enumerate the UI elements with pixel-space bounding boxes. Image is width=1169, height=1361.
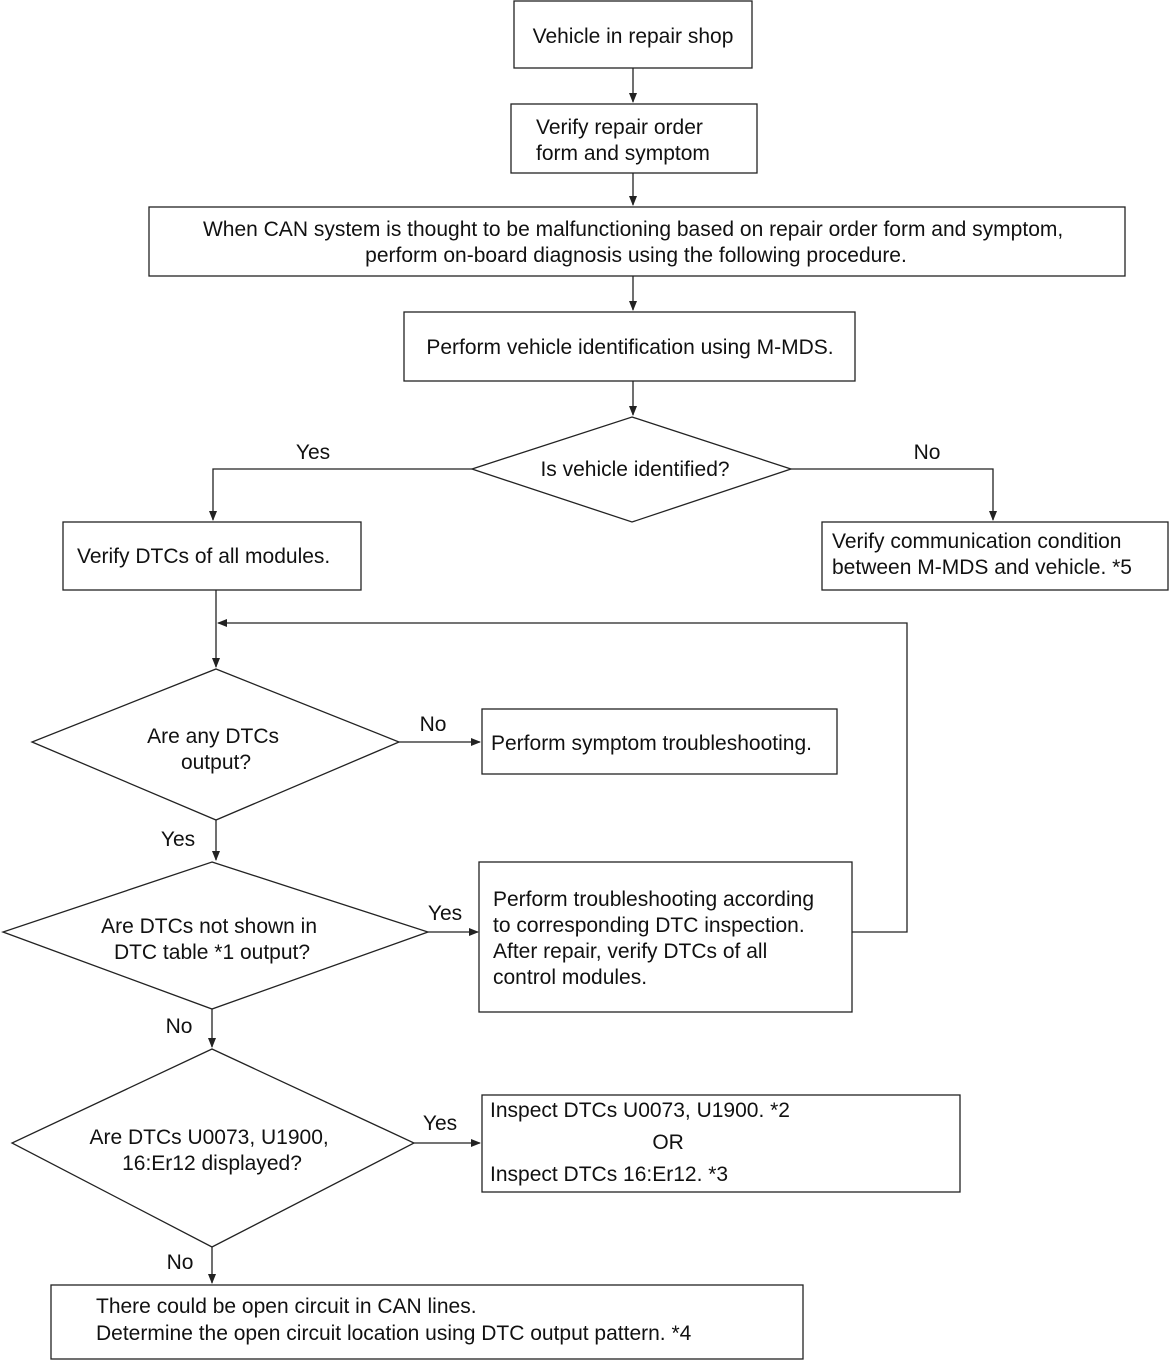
not-shown-text: Are DTCs not shown in DTC table *1 outpu… xyxy=(101,915,323,964)
is-identified-diamond xyxy=(469,416,794,523)
label-u0073-yes: Yes xyxy=(423,1112,457,1135)
not-shown-diamond xyxy=(1,861,431,1010)
perform-ts-text: Perform troubleshooting according to cor… xyxy=(493,888,820,989)
vehicle-id-text: Perform vehicle identification using M-M… xyxy=(426,336,833,359)
label-not-shown-yes: Yes xyxy=(428,902,462,925)
any-dtcs-text: Are any DTCs output? xyxy=(147,725,285,774)
is-identified-text: Is vehicle identified? xyxy=(540,458,729,481)
verify-dtcs-box xyxy=(62,521,362,591)
open-circuit-box xyxy=(50,1284,804,1360)
verify-comm-box xyxy=(821,521,1169,591)
verify-order-box xyxy=(510,103,758,174)
label-identified-yes: Yes xyxy=(296,441,330,464)
label-any-dtcs-yes: Yes xyxy=(161,828,195,851)
label-u0073-no: No xyxy=(167,1251,194,1274)
label-not-shown-no: No xyxy=(166,1015,193,1038)
arrow-loop-back xyxy=(217,619,908,933)
u0073-text: Are DTCs U0073, U1900, 16:Er12 displayed… xyxy=(89,1126,334,1175)
arrow-identified-yes xyxy=(209,468,472,521)
start-text: Vehicle in repair shop xyxy=(533,25,734,48)
open-circuit-text: There could be open circuit in CAN lines… xyxy=(96,1295,692,1345)
label-any-dtcs-no: No xyxy=(420,713,447,736)
symptom-ts-box xyxy=(481,708,838,775)
can-malfunction-box xyxy=(148,206,1126,277)
vehicle-id-box xyxy=(403,311,856,382)
verify-dtcs-text: Verify DTCs of all modules. xyxy=(77,545,330,568)
arrow-identified-no xyxy=(791,468,997,521)
verify-comm-text: Verify communication condition between M… xyxy=(832,530,1132,579)
can-malfunction-text: When CAN system is thought to be malfunc… xyxy=(203,218,1069,267)
inspect-text: Inspect DTCs U0073, U1900. *2 OR Inspect… xyxy=(490,1099,796,1186)
verify-order-text: Verify repair order form and symptom xyxy=(536,116,710,165)
inspect-box xyxy=(481,1094,961,1193)
start-box xyxy=(513,0,753,69)
perform-ts-box xyxy=(478,861,853,1013)
symptom-ts-text: Perform symptom troubleshooting. xyxy=(491,732,812,755)
any-dtcs-diamond xyxy=(30,668,401,821)
u0073-diamond xyxy=(10,1048,416,1248)
label-identified-no: No xyxy=(914,441,941,464)
